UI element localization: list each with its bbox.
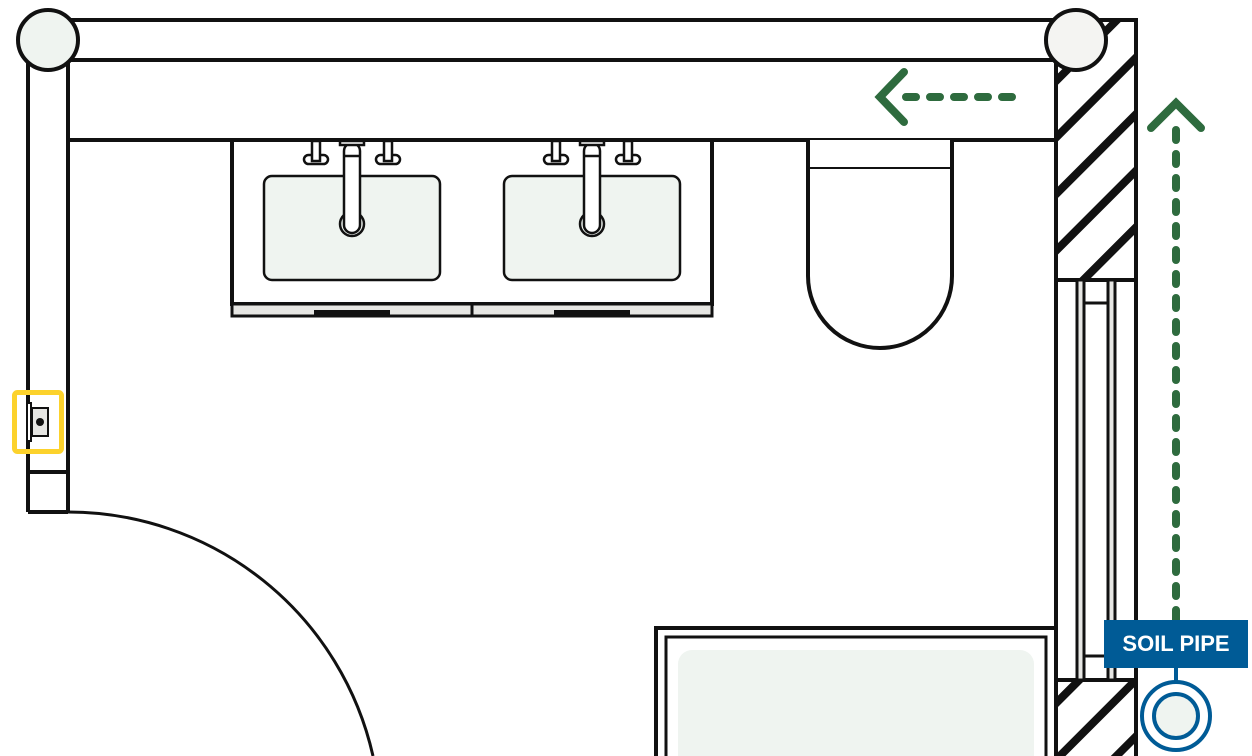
sink-left <box>262 139 442 282</box>
door-swing-arc <box>67 510 375 756</box>
flow-arrow-vertical <box>1147 97 1205 624</box>
flow-arrow-horizontal <box>874 68 1016 126</box>
right-wall <box>1054 18 1138 756</box>
soil-pipe-label: SOIL PIPE <box>1122 631 1230 656</box>
sink-right <box>502 139 682 282</box>
soil-pipe-icon <box>1104 620 1248 752</box>
column-right <box>1044 8 1108 72</box>
wall-socket-icon <box>12 390 64 454</box>
top-wall <box>48 18 1076 142</box>
bathtub <box>654 626 1058 756</box>
column-left <box>16 8 80 72</box>
toilet <box>806 140 954 350</box>
